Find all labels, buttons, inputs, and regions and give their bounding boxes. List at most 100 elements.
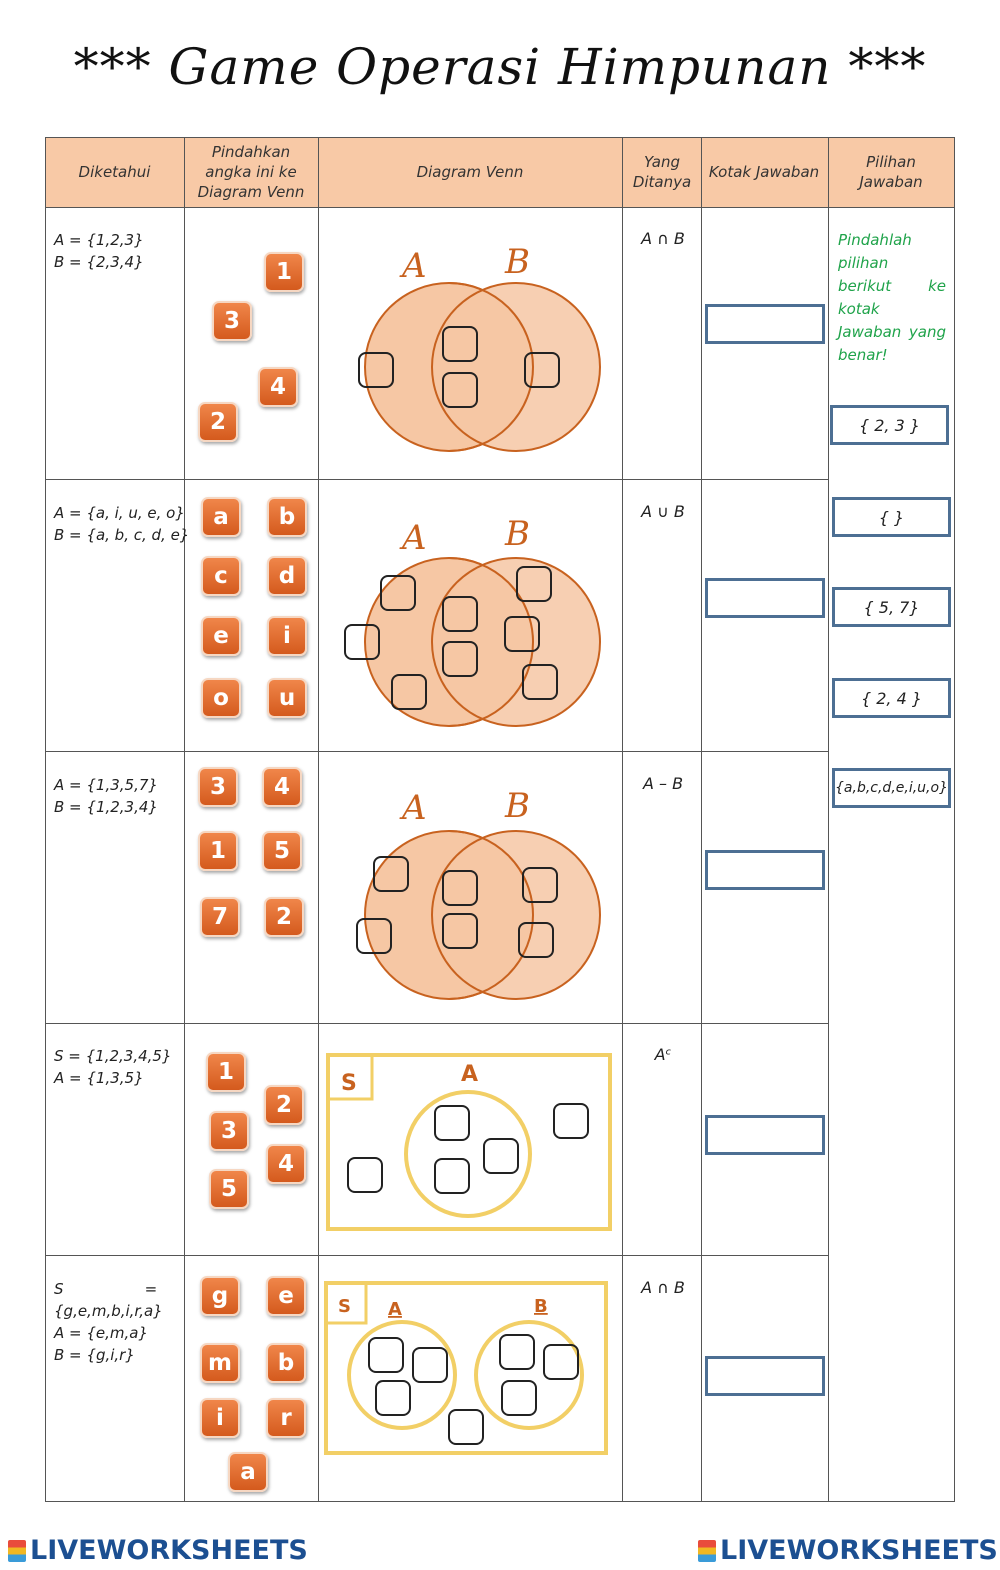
drag-tile[interactable]: 2: [264, 897, 304, 937]
drop-slot[interactable]: [434, 1105, 470, 1141]
set-label-a: A: [399, 788, 427, 828]
drop-slot[interactable]: [368, 1337, 404, 1373]
drop-slot[interactable]: [434, 1158, 470, 1194]
drag-tile[interactable]: 1: [198, 831, 238, 871]
drag-tile[interactable]: b: [267, 497, 307, 537]
grid-line: [45, 1255, 828, 1256]
given-line: S =: [54, 1280, 158, 1298]
set-label-b: B: [534, 1296, 548, 1317]
drop-slot[interactable]: [442, 326, 478, 362]
drop-slot[interactable]: [524, 352, 560, 388]
drop-slot[interactable]: [347, 1157, 383, 1193]
answer-choice[interactable]: {a,b,c,d,e,i,u,o}: [832, 768, 951, 808]
drop-slot[interactable]: [553, 1103, 589, 1139]
drag-tile[interactable]: 4: [266, 1144, 306, 1184]
grid-line: [45, 751, 828, 752]
venn-diagram: A B: [344, 514, 601, 727]
header-band: [45, 137, 828, 207]
drag-tile[interactable]: b: [266, 1343, 306, 1383]
drop-slot[interactable]: [543, 1344, 579, 1380]
asked-operation: Aᶜ: [654, 1045, 672, 1064]
grid-line: [45, 1023, 828, 1024]
drag-tile[interactable]: c: [201, 556, 241, 596]
drag-tile[interactable]: o: [201, 678, 241, 718]
drag-tile[interactable]: i: [200, 1398, 240, 1438]
drag-tile[interactable]: 3: [212, 301, 252, 341]
drag-tile[interactable]: 7: [200, 897, 240, 937]
drag-tile[interactable]: 2: [198, 402, 238, 442]
answer-choice[interactable]: { 5, 7}: [832, 587, 951, 627]
grid-line: [45, 137, 955, 138]
drag-tile[interactable]: 1: [206, 1052, 246, 1092]
set-label-a: A: [461, 1062, 478, 1087]
answer-choice[interactable]: { 2, 4 }: [832, 678, 951, 718]
drop-slot[interactable]: [380, 575, 416, 611]
drag-tile[interactable]: e: [201, 616, 241, 656]
answer-choice[interactable]: { }: [832, 497, 951, 537]
drag-tile[interactable]: m: [200, 1343, 240, 1383]
drop-slot[interactable]: [518, 922, 554, 958]
drag-tile[interactable]: 4: [262, 767, 302, 807]
drag-tile[interactable]: 5: [209, 1169, 249, 1209]
footer-logo-left: LIVEWORKSHEETS: [8, 1535, 308, 1566]
liveworksheets-logo-icon: [698, 1539, 716, 1562]
given-line: A = {e,m,a}: [54, 1324, 149, 1342]
answer-box[interactable]: [705, 578, 825, 618]
given-line: B = {a, b, c, d, e}: [54, 526, 190, 544]
drop-slot[interactable]: [516, 566, 552, 602]
drag-tile[interactable]: u: [267, 678, 307, 718]
drop-slot[interactable]: [483, 1138, 519, 1174]
grid-line: [622, 137, 623, 1502]
drop-slot[interactable]: [442, 913, 478, 949]
drag-tile[interactable]: e: [266, 1276, 306, 1316]
drag-tile[interactable]: 4: [258, 367, 298, 407]
drag-tile[interactable]: 1: [264, 252, 304, 292]
grid-line: [45, 137, 46, 1502]
drop-slot[interactable]: [391, 674, 427, 710]
drag-tile[interactable]: 3: [198, 767, 238, 807]
given-line: B = {2,3,4}: [54, 253, 144, 271]
drop-slot[interactable]: [442, 372, 478, 408]
drop-slot[interactable]: [356, 918, 392, 954]
answer-box[interactable]: [705, 850, 825, 890]
drop-slot[interactable]: [358, 352, 394, 388]
drop-slot[interactable]: [442, 596, 478, 632]
drop-slot[interactable]: [504, 616, 540, 652]
drop-slot[interactable]: [442, 870, 478, 906]
drop-slot[interactable]: [522, 867, 558, 903]
liveworksheets-logo-icon: [8, 1539, 26, 1562]
drag-tile[interactable]: r: [266, 1398, 306, 1438]
drag-tile[interactable]: a: [228, 1452, 268, 1492]
venn-diagram: A B: [358, 242, 601, 452]
drag-tile[interactable]: 3: [209, 1111, 249, 1151]
drop-slot[interactable]: [344, 624, 380, 660]
given-sets: A = {1,3,5,7} B = {1,2,3,4}: [54, 774, 158, 818]
given-line: A = {1,2,3}: [54, 231, 144, 249]
drop-slot[interactable]: [501, 1380, 537, 1416]
answer-choice[interactable]: { 2, 3 }: [830, 405, 949, 445]
drop-slot[interactable]: [412, 1347, 448, 1383]
header-given: Diketahui: [78, 163, 151, 181]
header-asked: Yang Ditanya: [632, 153, 692, 191]
drag-tile[interactable]: i: [267, 616, 307, 656]
answer-box[interactable]: [705, 304, 825, 344]
universe-label: S: [338, 1296, 351, 1317]
drop-slot[interactable]: [499, 1334, 535, 1370]
drag-tile[interactable]: 5: [262, 831, 302, 871]
drag-tile[interactable]: 2: [264, 1085, 304, 1125]
answer-box[interactable]: [705, 1115, 825, 1155]
worksheet-table: Diketahui Pindahkan angka ini ke Diagram…: [45, 137, 955, 1502]
header-choices: Pilihan Jawaban: [859, 153, 923, 191]
answer-box[interactable]: [705, 1356, 825, 1396]
drop-slot[interactable]: [442, 641, 478, 677]
drag-tile[interactable]: d: [267, 556, 307, 596]
drag-tile[interactable]: a: [201, 497, 241, 537]
drag-tile[interactable]: g: [200, 1276, 240, 1316]
given-line: S = {1,2,3,4,5}: [54, 1047, 172, 1065]
drop-slot[interactable]: [448, 1409, 484, 1445]
grid-line: [954, 137, 955, 1502]
given-sets: A = {1,2,3} B = {2,3,4}: [54, 229, 144, 273]
drop-slot[interactable]: [373, 856, 409, 892]
drop-slot[interactable]: [522, 664, 558, 700]
drop-slot[interactable]: [375, 1380, 411, 1416]
